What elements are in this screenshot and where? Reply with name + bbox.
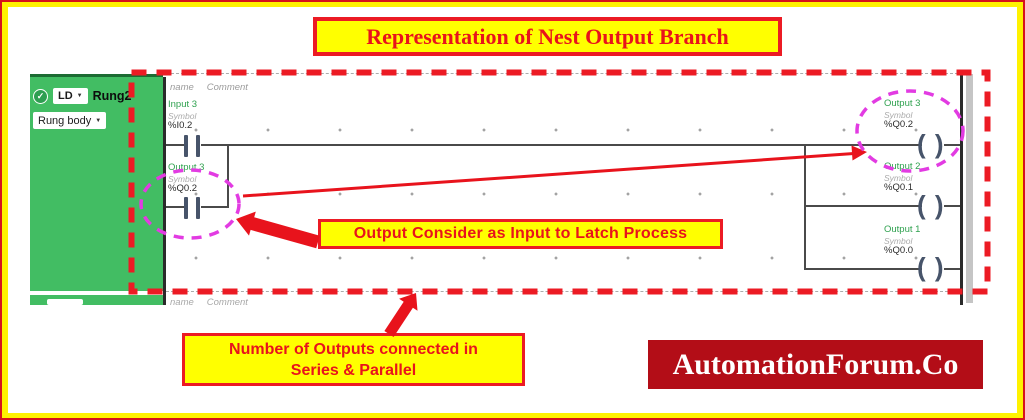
grid-header-comment: Comment <box>206 82 248 93</box>
element-address: %Q0.0 <box>884 245 914 256</box>
wire <box>166 144 185 146</box>
coil-label-output1: Output 1 Symbol %Q0.0 <box>884 224 921 257</box>
rung-panel-topline <box>30 74 163 77</box>
element-address: %Q0.2 <box>168 183 198 194</box>
element-address: %Q0.1 <box>884 182 914 193</box>
element-name: Output 3 <box>884 98 921 109</box>
coil-label-output3: Output 3 Symbol %Q0.2 <box>884 98 921 131</box>
contact-input3-bar[interactable] <box>196 135 200 157</box>
coil-q00[interactable]: ( ) <box>917 252 945 282</box>
next-rung-panel <box>30 295 163 305</box>
brand-logo-text: AutomationForum.Co <box>672 347 959 381</box>
outputs-banner: Number of Outputs connected in Series & … <box>182 333 525 386</box>
grid-header-comment: Comment <box>206 297 248 308</box>
rung-valid-check-icon[interactable]: ✓ <box>33 88 48 104</box>
contact-latch-bar[interactable] <box>196 197 200 219</box>
wire <box>201 144 922 146</box>
outputs-banner-line2: Series & Parallel <box>290 361 417 379</box>
branch-join-wire <box>227 144 229 208</box>
wire <box>805 205 922 207</box>
contact-input3-bar[interactable] <box>184 135 188 157</box>
wire <box>166 206 185 208</box>
coil-q01[interactable]: ( ) <box>917 190 945 220</box>
ladder-canvas <box>166 77 960 305</box>
grid-header-name: name <box>170 297 194 308</box>
rung-top-divider <box>166 73 958 74</box>
element-name: Output 3 <box>168 162 205 173</box>
next-rung-button-sliver <box>47 299 83 305</box>
vertical-scrollbar[interactable] <box>966 74 973 303</box>
title-banner: Representation of Nest Output Branch <box>313 17 782 56</box>
chevron-down-icon: ▼ <box>76 93 83 99</box>
rung-body-dropdown-label: Rung body <box>38 114 92 127</box>
grid-header: name Comment <box>170 82 248 93</box>
right-power-rail <box>960 74 963 305</box>
contact-latch-bar[interactable] <box>184 197 188 219</box>
rung-bottom-divider <box>166 291 958 292</box>
language-dropdown[interactable]: LD ▼ <box>53 88 88 104</box>
coil-label-output2: Output 2 Symbol %Q0.1 <box>884 161 921 194</box>
wire <box>805 268 922 270</box>
latch-banner-text: Output Consider as Input to Latch Proces… <box>353 225 688 242</box>
element-address: %Q0.2 <box>884 119 914 130</box>
rung-name-label: Rung2 <box>92 89 132 103</box>
element-name: Output 2 <box>884 161 921 172</box>
rung-panel: ✓ LD ▼ Rung2 Rung body ▼ <box>30 74 163 291</box>
language-dropdown-label: LD <box>58 90 73 102</box>
wire <box>944 268 960 270</box>
wire <box>201 206 228 208</box>
latch-banner: Output Consider as Input to Latch Proces… <box>318 219 723 249</box>
contact-label-latch: Output 3 Symbol %Q0.2 <box>168 162 205 195</box>
element-name: Output 1 <box>884 224 921 235</box>
chevron-down-icon: ▼ <box>95 117 102 124</box>
title-banner-text: Representation of Nest Output Branch <box>366 23 729 49</box>
next-grid-header: name Comment <box>170 297 248 308</box>
wire <box>944 205 960 207</box>
left-power-rail <box>163 77 166 305</box>
contact-label-input3: Input 3 Symbol %I0.2 <box>168 99 198 132</box>
output-branch-wire <box>804 144 806 270</box>
rung-body-dropdown[interactable]: Rung body ▼ <box>33 112 107 129</box>
wire <box>944 144 960 146</box>
brand-logo: AutomationForum.Co <box>648 340 983 389</box>
coil-q02[interactable]: ( ) <box>917 129 945 159</box>
grid-header-name: name <box>170 82 194 93</box>
element-address: %I0.2 <box>168 120 193 131</box>
outputs-banner-line1: Number of Outputs connected in <box>229 340 478 358</box>
element-name: Input 3 <box>168 99 198 110</box>
